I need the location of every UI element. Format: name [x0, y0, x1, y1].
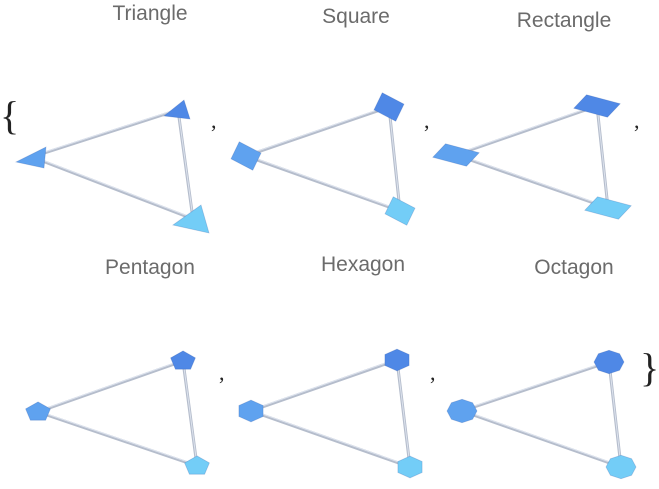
graph-edge-highlight [250, 409, 411, 467]
graph-edge-highlight [596, 104, 609, 208]
graph-edge-highlight [31, 108, 179, 157]
graph-vertex-square [373, 92, 405, 122]
graph-edge-highlight [608, 360, 622, 467]
graph-edge-highlight [461, 409, 622, 467]
graph-edge [36, 359, 185, 414]
separator-comma: , [219, 360, 225, 385]
graph-edge-highlight [388, 105, 401, 211]
panel-label-rectangle: Rectangle [516, 9, 612, 32]
graph-edge [30, 108, 180, 159]
graph-vertex-square [384, 196, 416, 226]
graph-vertex-rectangle [432, 143, 480, 167]
close-brace: } [640, 345, 659, 390]
graph-edge-highlight [250, 358, 398, 411]
graph-hexagon [238, 348, 423, 479]
graph-edge [30, 155, 195, 221]
graph-pentagon [25, 350, 210, 475]
graph-edge-highlight [245, 154, 401, 211]
graph-vertex-hexagon [397, 455, 423, 479]
graph-edge [244, 105, 391, 158]
graph-edge [244, 154, 402, 213]
graph-vertex-triangle [163, 99, 191, 120]
graph-edge [454, 104, 599, 157]
graph-edge-highlight [182, 359, 198, 466]
graph-vertex-octagon [605, 454, 637, 480]
graph-square [230, 92, 416, 226]
graph-edge [454, 153, 610, 210]
graph-vertex-square [230, 141, 262, 171]
graph-edge-highlight [37, 359, 184, 412]
graph-vertex-octagon [593, 349, 625, 375]
graph-rectangle [432, 94, 632, 220]
graph-edge-highlight [455, 153, 609, 208]
graph-vertex-triangle [14, 146, 47, 169]
graph-edge-highlight [461, 360, 610, 411]
separator-comma: , [424, 108, 430, 133]
panel-label-triangle: Triangle [112, 2, 188, 25]
panel-label-pentagon: Pentagon [105, 256, 195, 279]
graph-edge-highlight [37, 410, 198, 466]
graph-edge-highlight [245, 105, 390, 156]
graph-vertex-pentagon [184, 455, 210, 475]
graph-edge [249, 358, 399, 413]
graph-vertex-octagon [446, 398, 478, 424]
graph-vertex-rectangle [584, 196, 632, 220]
open-brace: { [0, 93, 20, 138]
graph-octagon [446, 349, 637, 480]
separator-comma: , [430, 360, 436, 385]
graph-edge [249, 409, 412, 469]
graph-edge-highlight [177, 108, 194, 219]
graph-edge-highlight [455, 104, 598, 155]
graph-edge [460, 409, 623, 469]
panel-label-square: Square [322, 5, 390, 28]
graph-vertex-hexagon [384, 348, 410, 372]
graph-vertex-pentagon [25, 401, 51, 421]
graph-edge [460, 360, 611, 413]
graph-edge-highlight [396, 358, 411, 467]
graph-triangle [14, 99, 210, 234]
graph-edge-highlight [31, 155, 194, 219]
graph-vertex-triangle [172, 204, 210, 234]
graph-vertex-rectangle [573, 94, 621, 118]
graph-vertex-pentagon [170, 350, 196, 370]
panel-label-octagon: Octagon [534, 256, 614, 279]
separator-comma: , [211, 108, 217, 133]
graph-vertex-hexagon [238, 399, 264, 423]
graph-edge [36, 410, 199, 468]
separator-comma: , [634, 108, 640, 133]
panel-label-hexagon: Hexagon [320, 253, 406, 276]
